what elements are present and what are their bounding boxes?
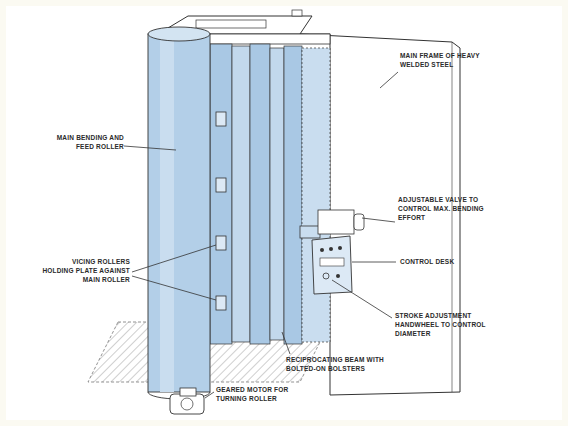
callout-label: STROKE ADJUSTMENT HANDWHEEL TO CONTROL D… [395, 312, 495, 338]
stroke-handwheel [323, 273, 329, 279]
callout-label: GEARED MOTOR FOR TURNING ROLLER [216, 386, 316, 404]
leader-line [352, 262, 396, 263]
bolster [302, 48, 330, 342]
control-knob [329, 247, 333, 251]
main-roller [148, 34, 210, 392]
beam-strip [250, 44, 270, 344]
beam-strip [270, 48, 284, 340]
callout-label: CONTROL DESK [400, 258, 480, 267]
main-frame [300, 34, 460, 395]
control-knob [320, 248, 324, 252]
desk-arm [300, 226, 320, 238]
vicing-roller [216, 178, 226, 192]
gearbox [180, 388, 196, 396]
reciprocating-beam [284, 46, 302, 344]
leader-line [205, 392, 214, 398]
callout-label: MAIN FRAME OF HEAVY WELDED STEEL [400, 52, 496, 70]
callout-label: MAIN BENDING AND FEED ROLLER [40, 134, 124, 152]
leader-line [332, 280, 392, 318]
frame-edge [452, 42, 453, 392]
leader-line [282, 332, 290, 354]
vicing-roller [216, 112, 226, 126]
vicing-roller [216, 236, 226, 250]
gauge [320, 258, 344, 266]
geared-motor [170, 394, 204, 414]
leader-line [380, 72, 398, 88]
beam-strip [232, 46, 250, 342]
control-desk [312, 236, 352, 294]
leader-line [132, 276, 216, 300]
callout-label: RECIPROCATING BEAM WITH BOLTED-ON BOLSTE… [286, 356, 386, 374]
roller-highlight [160, 34, 174, 392]
callout-label: ADJUSTABLE VALVE TO CONTROL MAX. BENDING… [398, 196, 490, 222]
vicing-roller [216, 296, 226, 310]
leader-line [124, 146, 176, 150]
callout-label: VICING ROLLERS HOLDING PLATE AGAINST MAI… [40, 258, 130, 284]
roller-top [148, 27, 210, 41]
top-plate [196, 20, 266, 28]
motor-end [181, 398, 193, 410]
control-knob [338, 246, 342, 250]
valve-body [318, 210, 354, 234]
leader-line [362, 218, 395, 222]
control-knob [336, 274, 340, 278]
adjustable-valve [354, 214, 364, 230]
lifting-lug [292, 10, 302, 16]
leader-line [132, 245, 216, 272]
paper [6, 6, 562, 420]
